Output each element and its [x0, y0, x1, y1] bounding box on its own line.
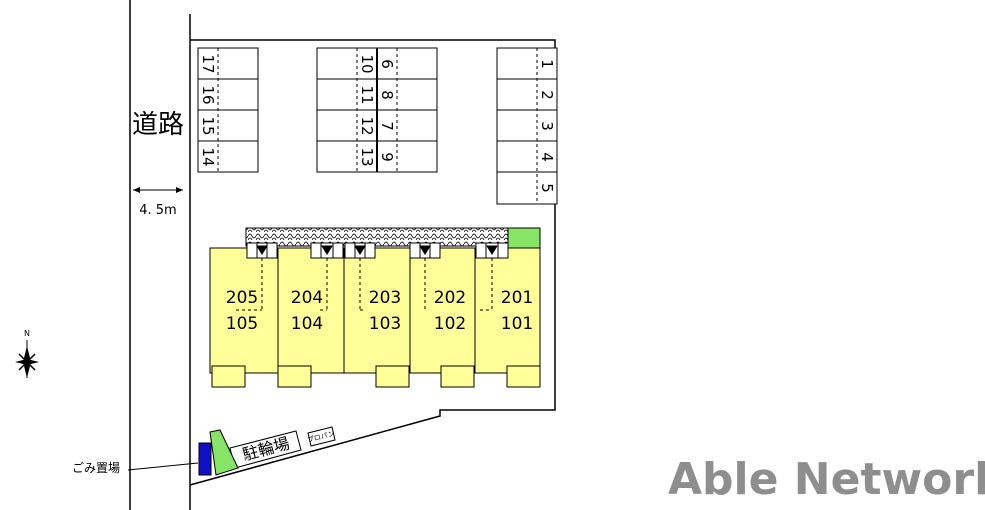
parking-space-15: 15 [199, 116, 217, 135]
green-strip [209, 429, 239, 476]
parking-space-13: 13 [358, 147, 376, 166]
parking-space-11: 11 [358, 85, 376, 104]
garbage-bin-icon [198, 442, 212, 476]
parking-space-9: 9 [378, 152, 396, 162]
unit-204: 204 [291, 288, 323, 308]
watermark-logo: Able Network [668, 454, 985, 505]
apartment-building [209, 247, 541, 388]
property-boundary [189, 39, 556, 486]
green-area-corner [507, 227, 541, 249]
road-label: 道路 [132, 110, 184, 140]
parking-space-16: 16 [199, 85, 217, 104]
compass-north-label: N [24, 329, 30, 338]
parking-block-right [496, 47, 558, 205]
road-width-dimension: 4. 5m [133, 187, 183, 218]
parking-block-left [197, 47, 259, 173]
unit-201: 201 [501, 288, 533, 308]
parking-space-8: 8 [378, 90, 396, 100]
parking-space-2: 2 [538, 90, 556, 100]
parking-space-3: 3 [538, 121, 556, 131]
parking-space-6: 6 [378, 59, 396, 69]
walkway-hatched [245, 227, 509, 247]
north-compass-icon: N [15, 329, 39, 378]
unit-104: 104 [291, 314, 323, 334]
propane-storage: プロパン [306, 426, 336, 447]
parking-space-17: 17 [199, 54, 217, 73]
parking-space-7: 7 [378, 121, 396, 131]
parking-space-5: 5 [538, 183, 556, 193]
unit-103: 103 [369, 314, 401, 334]
bicycle-parking: 駐輪場 [229, 430, 302, 469]
parking-space-14: 14 [199, 147, 217, 166]
garbage-area-label: ごみ置場 [72, 460, 120, 475]
parking-space-4: 4 [538, 152, 556, 162]
unit-102: 102 [434, 314, 466, 334]
unit-101: 101 [501, 314, 533, 334]
road-width-label: 4. 5m [139, 203, 176, 218]
parking-space-10: 10 [358, 54, 376, 73]
garbage-leader-line [127, 462, 199, 471]
parking-space-12: 12 [358, 116, 376, 135]
unit-203: 203 [369, 288, 401, 308]
unit-205: 205 [226, 288, 258, 308]
parking-block-center [316, 47, 438, 173]
unit-202: 202 [434, 288, 466, 308]
parking-space-1: 1 [538, 59, 556, 69]
entrances [236, 242, 509, 311]
unit-105: 105 [226, 314, 258, 334]
